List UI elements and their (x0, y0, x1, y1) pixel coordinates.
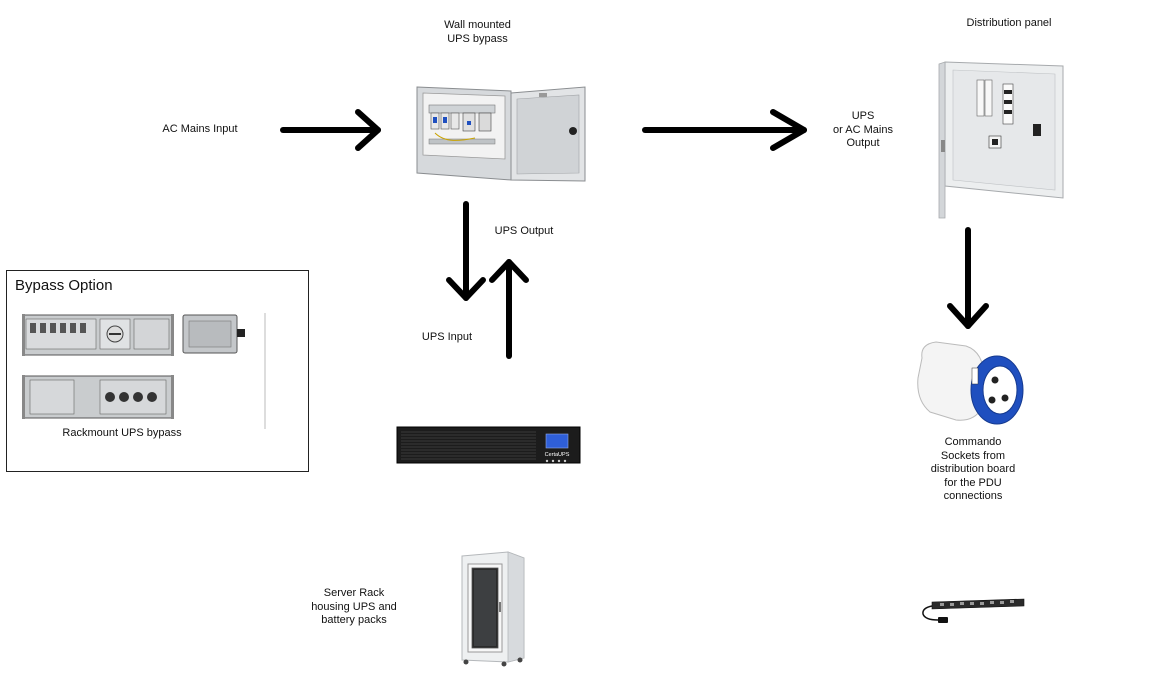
commando-socket-image (917, 341, 1024, 425)
arrow-bypass-to-panel (642, 109, 807, 151)
rackmount-bypass-rear-image (22, 375, 174, 419)
ups-brand-text: CertaUPS (545, 452, 570, 458)
arrow-panel-to-socket (947, 227, 989, 329)
ups-output-label: UPS Output (494, 225, 554, 237)
ups-or-ac-output-label: UPS or AC Mains Output (833, 110, 893, 149)
arrow-bypass-to-ups (446, 201, 486, 301)
wall-bypass-enclosure-image (416, 86, 586, 182)
arrow-ac-to-bypass (280, 109, 381, 151)
rackmount-bypass-side-image (182, 313, 266, 429)
distribution-panel-image (938, 61, 1064, 219)
ups-unit-image: CertaUPS (396, 426, 581, 464)
rackmount-bypass-caption: Rackmount UPS bypass (62, 427, 182, 439)
distribution-panel-label: Distribution panel (966, 17, 1052, 29)
rackmount-bypass-front-image (22, 314, 174, 356)
bypass-option-panel: Bypass Option Rackmount UPS bypass (6, 270, 309, 472)
ups-input-label: UPS Input (421, 331, 473, 343)
arrow-ups-to-bypass (489, 259, 529, 359)
bypass-option-title: Bypass Option (15, 277, 113, 294)
ac-mains-input-label: AC Mains Input (162, 123, 238, 135)
server-rack-image (461, 551, 525, 667)
wall-bypass-label: Wall mounted UPS bypass (444, 19, 511, 45)
pdu-image (922, 598, 1025, 623)
commando-sockets-label: Commando Sockets from distribution board… (930, 436, 1016, 502)
server-rack-label: Server Rack housing UPS and battery pack… (311, 587, 397, 626)
